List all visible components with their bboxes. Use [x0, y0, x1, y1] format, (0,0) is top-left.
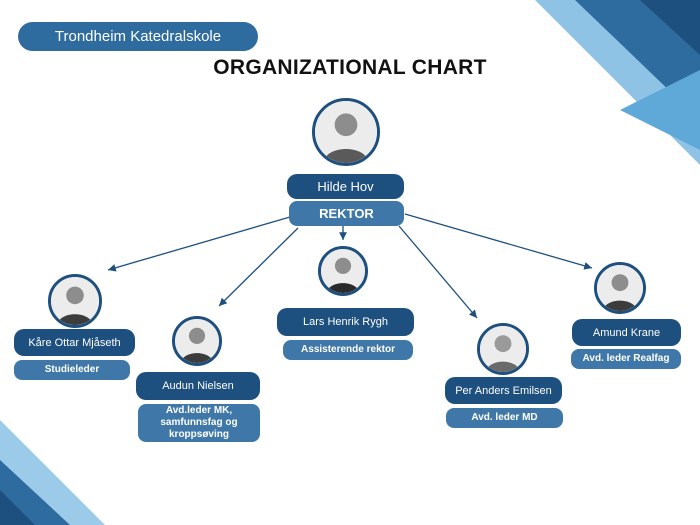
portrait-icon	[594, 262, 646, 314]
leader-role: REKTOR	[289, 201, 404, 226]
portrait-icon	[318, 246, 368, 296]
connector-to-amund	[404, 213, 593, 270]
portrait-icon	[477, 323, 529, 375]
staff-role-lars: Assisterende rektor	[283, 340, 413, 360]
connector-to-kare	[107, 216, 291, 272]
staff-role-kare: Studieleder	[14, 360, 130, 380]
leader-name: Hilde Hov	[287, 174, 404, 199]
top-right-decoration-deep	[640, 0, 700, 55]
connector-to-audun	[218, 227, 299, 307]
page-title: ORGANIZATIONAL CHART	[213, 56, 487, 79]
staff-name-audun: Audun Nielsen	[136, 372, 260, 400]
school-name-badge: Trondheim Katedralskole	[18, 22, 258, 51]
portrait-icon	[48, 274, 102, 328]
staff-role-audun: Avd.leder MK, samfunnsfag og kroppsøving	[138, 404, 260, 442]
top-right-decoration-light	[620, 70, 700, 150]
staff-role-per: Avd. leder MD	[446, 408, 563, 428]
staff-name-lars: Lars Henrik Rygh	[277, 308, 414, 336]
portrait-icon	[312, 98, 380, 166]
bottom-left-decoration-deep	[0, 490, 35, 525]
portrait-icon	[172, 316, 222, 366]
staff-name-kare: Kåre Ottar Mjåseth	[14, 329, 135, 356]
staff-name-amund: Amund Krane	[572, 319, 681, 346]
staff-name-per: Per Anders Emilsen	[445, 377, 562, 404]
connector-to-per	[398, 225, 478, 319]
staff-role-amund: Avd. leder Realfag	[571, 349, 681, 369]
